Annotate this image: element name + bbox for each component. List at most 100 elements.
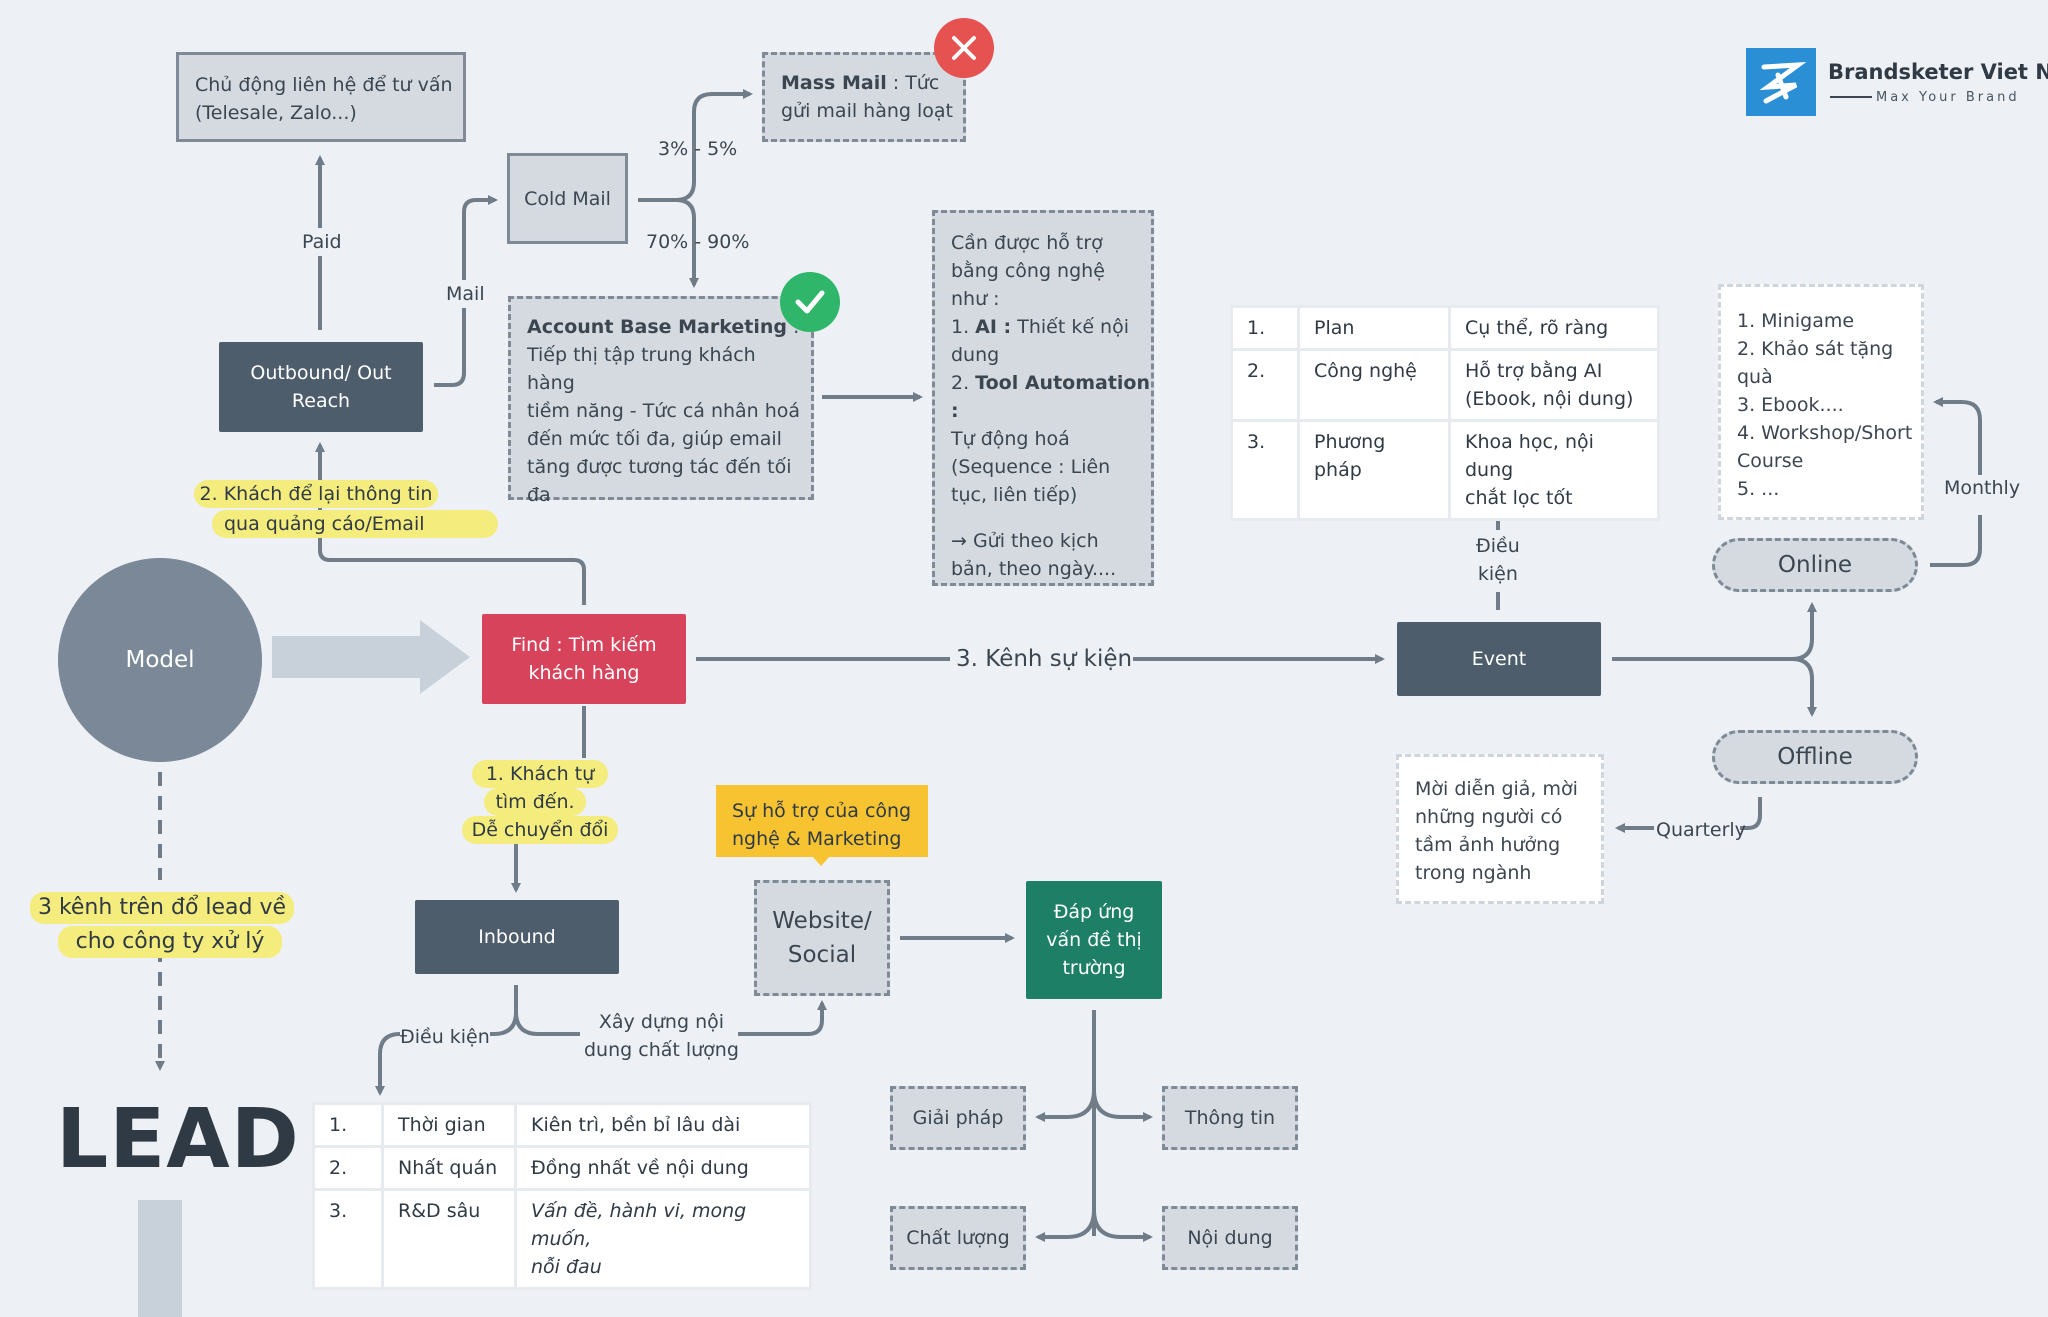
table-row: 3. R&D sâu Vấn đề, hành vi, mong muốn,nỗ… [312, 1188, 812, 1290]
tech-line11: bản, theo ngày.... [951, 558, 1117, 580]
online-item: 4. Workshop/Short [1737, 422, 1913, 444]
fail-icon [934, 18, 994, 78]
find-node: Find : Tìm kiếm khách hàng [482, 614, 686, 704]
solution-label: Giải pháp [912, 1107, 1004, 1129]
offline-line: trong ngành [1415, 862, 1532, 884]
information-node: Thông tin [1162, 1086, 1298, 1150]
offline-line: Mời diễn giả, mời [1415, 778, 1578, 800]
table-row: 2. Công nghệ Hỗ trợ bằng AI(Ebook, nội d… [1230, 348, 1660, 422]
outbound-label-line1: Outbound/ Out [250, 362, 392, 384]
table-cell: 1. [312, 1102, 384, 1148]
tech-line6: 2. Tool Automation : [951, 369, 1151, 425]
build-content-line1: Xây dựng nội [598, 1011, 725, 1033]
website-social-node: Website/ Social [754, 880, 890, 996]
abm-title: Account Base Marketing [527, 316, 787, 338]
online-node: Online [1712, 538, 1918, 592]
tech-support-node: Cần được hỗ trợ bằng công nghệ như : 1. … [932, 210, 1154, 586]
mail-label: Mail [446, 280, 485, 308]
online-item: quà [1737, 366, 1773, 388]
cold-mail-node: Cold Mail [507, 153, 628, 244]
event-condition-line2: kiện [1477, 563, 1518, 585]
table-cell: 2. [312, 1145, 384, 1191]
table-cell-line: Khoa học, nội dung [1465, 431, 1594, 481]
tech-ai-title: AI : [975, 316, 1012, 338]
table-cell: Khoa học, nội dung chắt lọc tốt [1448, 419, 1660, 521]
channel1-label-line1: 1. Khách tự [472, 760, 608, 788]
market-line1: Đáp ứng [1053, 901, 1135, 923]
online-monthly-connector [1930, 515, 1982, 567]
tech-line1: Cần được hỗ trợ [951, 232, 1103, 254]
find-label-line2: khách hàng [528, 662, 640, 684]
table-cell: Phương pháp [1297, 419, 1451, 521]
three-channels-note-line1: 3 kênh trên đổ lead về [30, 892, 294, 924]
tech-line10: → Gửi theo kịch [951, 530, 1099, 552]
content-node: Nội dung [1162, 1206, 1298, 1270]
brand-tagline-line [1830, 96, 1872, 98]
event-conditions-table: 1. Plan Cụ thể, rõ ràng 2. Công nghệ Hỗ … [1230, 305, 1660, 521]
inbound-condition-label: Điều kiện [400, 1023, 490, 1051]
mass-mail-line1: Mass Mail : Tức [781, 69, 939, 97]
inbound-label: Inbound [478, 926, 556, 948]
table-cell-line: Hỗ trợ bằng AI [1465, 360, 1603, 382]
channel1-label-line3: Dễ chuyển đổi [462, 816, 618, 844]
table-cell: R&D sâu [381, 1188, 517, 1290]
model-to-find-arrow [272, 620, 470, 694]
market-line3: trường [1062, 957, 1126, 979]
cold-mail-label: Cold Mail [524, 187, 611, 210]
online-item: Course [1737, 450, 1804, 472]
build-content-line2: dung chất lượng [584, 1039, 739, 1061]
monthly-label: Monthly [1944, 477, 2021, 499]
model-label: Model [125, 647, 195, 673]
online-item: 5. ... [1737, 478, 1780, 500]
mass-mail-line2: gửi mail hàng loạt [781, 100, 953, 122]
market-line2: vấn đề thị [1046, 929, 1142, 951]
online-item: 3. Ebook.... [1737, 394, 1844, 416]
table-row: 3. Phương pháp Khoa học, nội dung chắt lọ… [1230, 419, 1660, 521]
proactive-line1: Chủ động liên hệ để tư vấn [195, 74, 453, 96]
online-item: 1. Minigame [1737, 310, 1855, 332]
support-tag: Sự hỗ trợ của công nghệ & Marketing [716, 785, 928, 857]
brand-mark-icon [1759, 62, 1806, 104]
table-cell: 1. [1230, 305, 1300, 351]
brand-name: Brandsketer Viet Nam [1828, 60, 2048, 84]
table-cell: Kiên trì, bền bỉ lâu dài [514, 1102, 812, 1148]
event-condition-label: Điều kiện [1476, 532, 1520, 588]
tech-line2: bằng công nghệ [951, 260, 1105, 282]
abm-node: Account Base Marketing : Tiếp thị tập tr… [508, 296, 814, 506]
table-cell: Hỗ trợ bằng AI (Ebook, nội dung) [1448, 348, 1660, 422]
market-needs-node: Đáp ứng vấn đề thị trường [1026, 881, 1162, 999]
online-activities-node: 1. Minigame 2. Khảo sát tặng quà 3. Eboo… [1718, 284, 1924, 520]
rate-high-label: 70% - 90% [646, 231, 750, 253]
table-row: 1. Thời gian Kiên trì, bền bỉ lâu dài [312, 1102, 812, 1148]
three-channels-note-line2: cho công ty xử lý [58, 926, 282, 958]
table-cell: 3. [312, 1188, 384, 1290]
quality-label: Chất lượng [906, 1227, 1010, 1249]
outbound-label-line2: Reach [291, 390, 351, 412]
tech-ai-text: Thiết kế nội [1011, 316, 1129, 338]
table-cell: Plan [1297, 305, 1451, 351]
lead-title: LEAD [56, 1092, 300, 1187]
website-line1: Website/ [772, 908, 872, 934]
tech-line8: (Sequence : Liên [951, 456, 1111, 478]
table-cell: Cụ thể, rõ ràng [1448, 305, 1660, 351]
table-cell-line: chắt lọc tốt [1465, 487, 1573, 509]
offline-label: Offline [1777, 744, 1853, 770]
table-row: 2. Nhất quán Đồng nhất về nội dung [312, 1145, 812, 1191]
tech-line5: dung [951, 344, 1000, 366]
table-cell: 3. [1230, 419, 1300, 521]
table-cell-line: (Ebook, nội dung) [1465, 388, 1634, 410]
tech-line4: 1. AI : Thiết kế nội [951, 313, 1129, 341]
brand-tagline: Max Your Brand [1876, 90, 2020, 105]
paid-label: Paid [302, 228, 342, 256]
proactive-line2: (Telesale, Zalo...) [195, 102, 357, 124]
event-to-offline-connector [1791, 657, 1817, 717]
table-cell: Đồng nhất về nội dung [514, 1145, 812, 1191]
offline-line: tầm ảnh hưởng [1415, 834, 1561, 856]
mass-mail-node: Mass Mail : Tức gửi mail hàng loạt [762, 52, 966, 142]
outbound-node: Outbound/ Out Reach [219, 342, 423, 432]
abm-line4: đến mức tối đa, giúp email [527, 428, 782, 450]
abm-line6: đa [527, 484, 551, 506]
table-cell-line: nỗi đau [531, 1256, 602, 1278]
offline-node: Offline [1712, 730, 1918, 784]
website-line2: Social [787, 942, 857, 968]
